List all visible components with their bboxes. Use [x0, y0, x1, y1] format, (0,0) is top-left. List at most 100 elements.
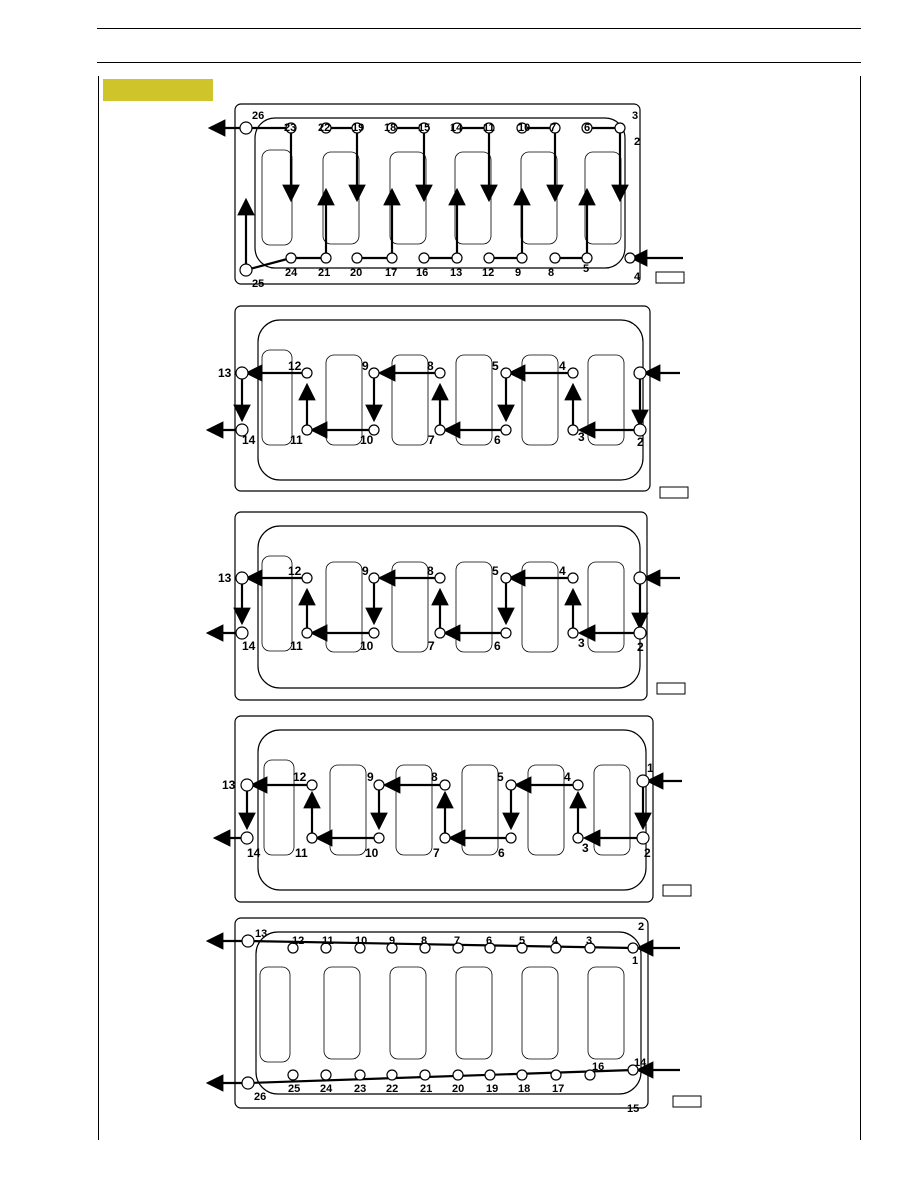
svg-text:15: 15	[627, 1103, 639, 1115]
diagram-3-labels: 13 14 12 9 8 5 4 11 10 7 6 3 2	[218, 564, 644, 654]
diagram-3	[205, 511, 680, 701]
svg-text:6: 6	[584, 122, 590, 134]
svg-text:12: 12	[288, 359, 302, 373]
svg-text:20: 20	[350, 267, 362, 279]
svg-text:14: 14	[242, 433, 256, 447]
frame-right	[860, 76, 861, 1140]
svg-text:12: 12	[293, 770, 307, 784]
svg-text:9: 9	[367, 770, 374, 784]
svg-text:4: 4	[552, 935, 559, 947]
svg-text:5: 5	[492, 359, 499, 373]
svg-text:6: 6	[494, 639, 501, 653]
svg-text:9: 9	[362, 564, 369, 578]
svg-text:10: 10	[360, 433, 374, 447]
figure-box-5	[672, 1095, 702, 1108]
svg-text:3: 3	[578, 636, 585, 650]
svg-text:6: 6	[498, 846, 505, 860]
header-rule-bottom	[97, 62, 861, 63]
svg-text:6: 6	[494, 433, 501, 447]
svg-text:5: 5	[492, 564, 499, 578]
svg-text:4: 4	[564, 770, 571, 784]
diagram-5	[205, 917, 680, 1109]
svg-text:18: 18	[384, 122, 396, 134]
diagram-1	[207, 103, 683, 285]
svg-text:5: 5	[497, 770, 504, 784]
svg-text:9: 9	[362, 359, 369, 373]
svg-text:26: 26	[254, 1091, 266, 1103]
svg-text:14: 14	[450, 122, 463, 134]
svg-text:25: 25	[252, 278, 264, 290]
svg-text:14: 14	[247, 846, 261, 860]
svg-text:22: 22	[386, 1083, 398, 1095]
svg-text:21: 21	[318, 267, 330, 279]
svg-text:7: 7	[433, 846, 440, 860]
svg-text:23: 23	[354, 1083, 366, 1095]
svg-text:10: 10	[360, 639, 374, 653]
diagram-4-labels: 13 14 12 9 8 5 4 1 11 10 7 6 3 2	[222, 761, 654, 860]
svg-text:21: 21	[420, 1083, 432, 1095]
svg-text:16: 16	[416, 267, 428, 279]
diagram-5-labels: 13 12 11 10 9 8 7 6 5 4 3 2 1 26 25 24 2…	[254, 921, 647, 1115]
svg-text:12: 12	[482, 267, 494, 279]
svg-text:11: 11	[290, 639, 303, 653]
svg-text:9: 9	[515, 267, 521, 279]
svg-text:16: 16	[592, 1061, 604, 1073]
header-rule-top	[97, 28, 861, 29]
svg-text:4: 4	[559, 564, 566, 578]
svg-text:6: 6	[486, 935, 492, 947]
svg-text:11: 11	[290, 433, 303, 447]
diagram-2-labels: 13 14 12 9 8 5 4 11 10 7 6 3 2	[218, 359, 644, 449]
svg-text:1: 1	[632, 955, 638, 967]
svg-text:23: 23	[284, 122, 296, 134]
svg-text:13: 13	[222, 778, 236, 792]
svg-text:10: 10	[355, 935, 367, 947]
svg-text:4: 4	[559, 359, 566, 373]
svg-text:18: 18	[518, 1083, 530, 1095]
svg-text:8: 8	[548, 267, 554, 279]
svg-text:11: 11	[483, 122, 495, 134]
svg-text:20: 20	[452, 1083, 464, 1095]
svg-text:13: 13	[218, 366, 232, 380]
svg-text:13: 13	[218, 571, 232, 585]
svg-text:8: 8	[431, 770, 438, 784]
svg-text:19: 19	[486, 1083, 498, 1095]
svg-text:2: 2	[638, 921, 644, 933]
svg-text:15: 15	[418, 122, 430, 134]
svg-text:25: 25	[288, 1083, 300, 1095]
svg-text:24: 24	[320, 1083, 333, 1095]
svg-text:2: 2	[644, 846, 651, 860]
svg-text:8: 8	[421, 935, 427, 947]
section-tab	[103, 79, 213, 101]
svg-text:24: 24	[285, 267, 298, 279]
svg-text:12: 12	[288, 564, 302, 578]
svg-text:10: 10	[518, 122, 530, 134]
svg-text:3: 3	[586, 935, 592, 947]
svg-text:5: 5	[519, 935, 525, 947]
svg-text:2: 2	[634, 136, 640, 148]
svg-text:14: 14	[634, 1057, 647, 1069]
svg-text:7: 7	[428, 433, 435, 447]
figure-box-4	[662, 884, 692, 897]
svg-text:9: 9	[389, 935, 395, 947]
svg-text:7: 7	[428, 639, 435, 653]
svg-text:26: 26	[252, 110, 264, 122]
diagram-4	[212, 715, 682, 903]
diagram-2	[205, 305, 680, 492]
svg-text:4: 4	[634, 271, 641, 283]
svg-text:3: 3	[578, 430, 585, 444]
svg-text:5: 5	[583, 263, 589, 275]
svg-text:17: 17	[385, 267, 397, 279]
svg-text:10: 10	[365, 846, 379, 860]
svg-text:2: 2	[637, 640, 644, 654]
svg-text:7: 7	[454, 935, 460, 947]
svg-text:8: 8	[427, 564, 434, 578]
svg-text:8: 8	[427, 359, 434, 373]
svg-text:13: 13	[450, 267, 462, 279]
svg-text:13: 13	[255, 928, 267, 940]
svg-text:11: 11	[295, 846, 308, 860]
svg-text:3: 3	[582, 841, 589, 855]
figure-box-3	[656, 682, 686, 695]
svg-text:7: 7	[550, 122, 556, 134]
